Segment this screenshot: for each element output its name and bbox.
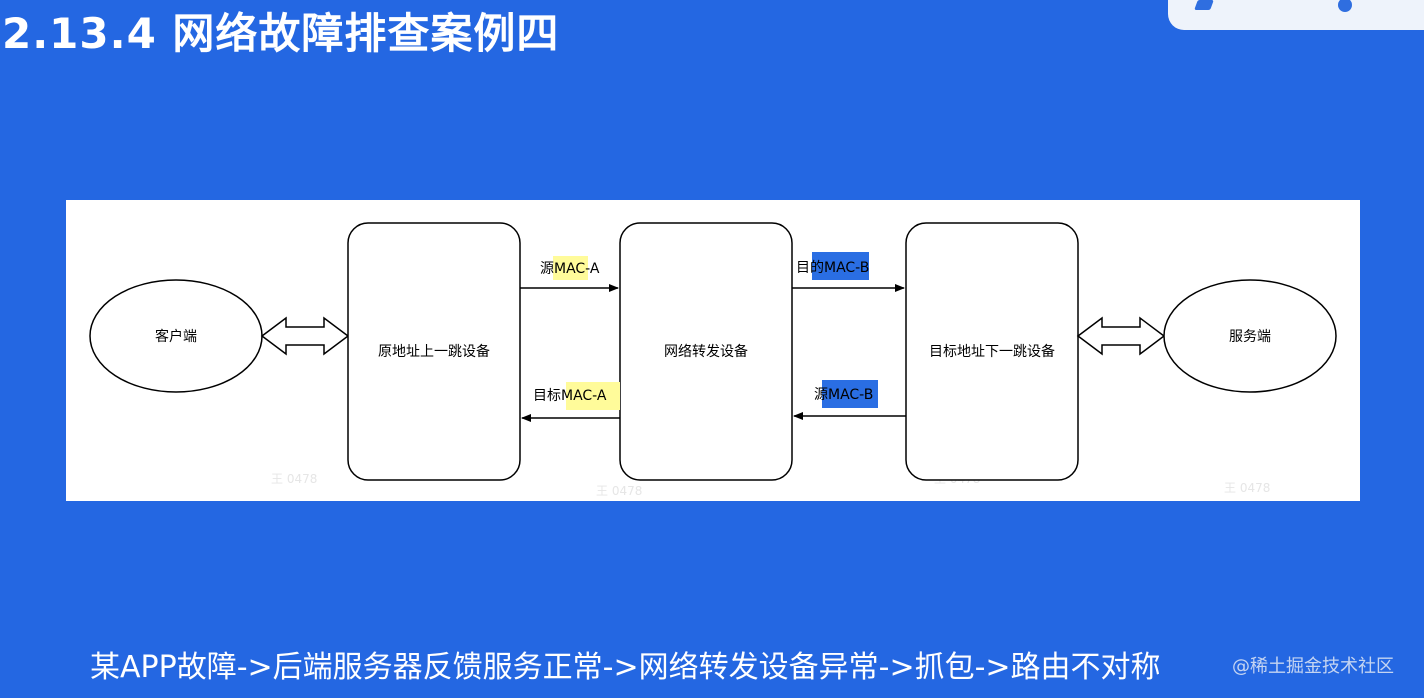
next-hop-label: 目标地址下一跳设备 [929, 343, 1055, 360]
watermark-text: 王 0478 [271, 472, 317, 486]
bidirectional-arrow-left [260, 316, 350, 356]
server-label: 服务端 [1229, 329, 1271, 345]
dst-mac-b-label: 目的MAC-B [796, 260, 869, 276]
corner-watermark: @稀土掘金技术社区 [1232, 656, 1394, 677]
watermark-text: 王 0478 [596, 484, 642, 498]
label-highlight [566, 382, 620, 410]
next-hop-node: 目标地址下一跳设备 [905, 222, 1079, 481]
src-mac-b-label: 源MAC-B [814, 387, 873, 403]
slide-title: 2.13.4 网络故障排查案例四 [2, 9, 560, 58]
src-mac-a-label: 源MAC-A [540, 261, 600, 277]
watermark-text: 王 0478 [1224, 481, 1270, 495]
brand-icon [1194, 0, 1214, 10]
prev-hop-label: 原地址上一跳设备 [378, 343, 490, 360]
server-node: 服务端 [1163, 279, 1337, 393]
footer-caption: 某APP故障->后端服务器反馈服务正常->网络转发设备异常->抓包->路由不对称 [90, 650, 1161, 685]
network-diagram: 王 0478 王 0478 王 0478 王 0478 王 0478 王 047… [89, 222, 1337, 498]
diagram-panel: 王 0478 王 0478 王 0478 王 0478 王 0478 王 047… [66, 200, 1360, 501]
prev-hop-node: 原地址上一跳设备 [347, 222, 521, 481]
forwarder-label: 网络转发设备 [664, 343, 748, 360]
circle-icon [1338, 0, 1352, 12]
label-highlight [822, 380, 878, 408]
label-highlight [553, 256, 588, 280]
client-node: 客户端 [89, 279, 263, 393]
forwarder-node: 网络转发设备 [619, 222, 793, 481]
dst-mac-a-label: 目标MAC-A [533, 388, 607, 404]
top-right-badge [1168, 0, 1424, 30]
client-label: 客户端 [155, 328, 197, 345]
bidirectional-arrow-right [1076, 316, 1166, 356]
label-highlight [812, 252, 869, 280]
